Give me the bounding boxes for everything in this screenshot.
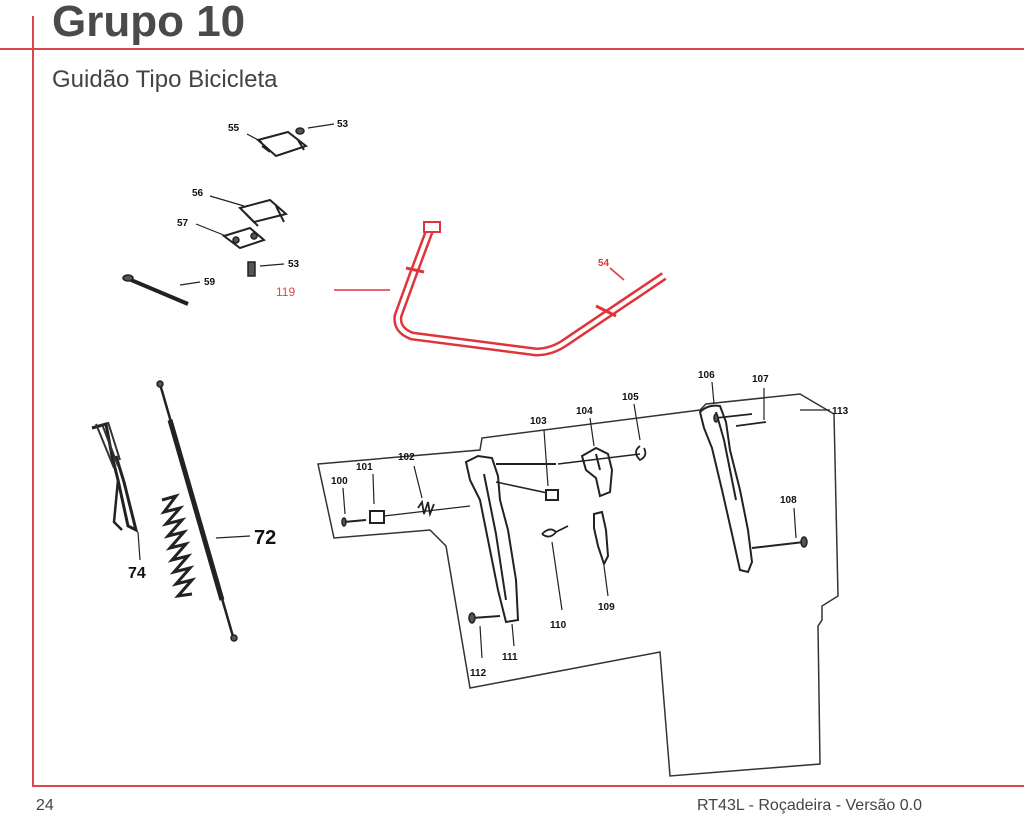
leader-112 bbox=[479, 625, 483, 659]
callout-110: 110 bbox=[550, 620, 567, 631]
part-106-housing-cover bbox=[698, 404, 754, 574]
callout-104: 104 bbox=[576, 406, 593, 417]
callout-112: 112 bbox=[470, 668, 487, 679]
part-109-throttle-trigger bbox=[593, 510, 610, 567]
callout-59: 59 bbox=[204, 277, 216, 288]
callout-102: 102 bbox=[398, 452, 415, 463]
callout-72: 72 bbox=[254, 527, 276, 549]
leader-74 bbox=[137, 531, 141, 561]
part-55-clamp bbox=[246, 127, 309, 158]
part-53-bolt bbox=[247, 261, 256, 277]
part-107-screws bbox=[713, 413, 767, 427]
part-56-clamp bbox=[238, 198, 289, 227]
callout-107: 107 bbox=[752, 374, 769, 385]
part-104-trigger-lock bbox=[557, 446, 641, 498]
leader-57 bbox=[195, 223, 227, 237]
part-72-throttle-cable bbox=[156, 380, 238, 642]
callout-56: 56 bbox=[192, 188, 204, 199]
callout-53a: 53 bbox=[337, 119, 349, 130]
callout-53b: 53 bbox=[288, 259, 300, 270]
callout-100: 100 bbox=[331, 476, 348, 487]
callout-111: 111 bbox=[502, 652, 518, 663]
leader-102 bbox=[413, 465, 423, 499]
callout-106: 106 bbox=[698, 370, 715, 381]
leader-106 bbox=[711, 381, 715, 405]
callout-113: 113 bbox=[832, 406, 849, 417]
callout-105: 105 bbox=[622, 392, 639, 403]
leader-108 bbox=[793, 507, 797, 539]
part-102-spring bbox=[417, 499, 435, 518]
leader-109 bbox=[603, 565, 609, 597]
callout-119: 119 bbox=[276, 285, 295, 299]
part-59-strap bbox=[122, 274, 189, 306]
page-title: Grupo 10 bbox=[52, 0, 246, 46]
leader-100 bbox=[342, 487, 346, 515]
callout-57: 57 bbox=[177, 218, 189, 229]
document-footer: RT43L - Roçadeira - Versão 0.0 bbox=[697, 797, 923, 814]
assembly-outline bbox=[317, 393, 839, 777]
part-cable-spring bbox=[160, 493, 197, 599]
part-74-cable-holder bbox=[91, 421, 139, 533]
leader-105 bbox=[633, 403, 641, 441]
callout-54: 54 bbox=[598, 258, 610, 269]
part-101-bushing bbox=[369, 505, 471, 524]
part-108-screw bbox=[751, 536, 808, 549]
leader-59 bbox=[179, 281, 201, 286]
callout-109: 109 bbox=[598, 602, 615, 613]
left-margin-rule bbox=[32, 16, 34, 787]
leader-103 bbox=[543, 429, 549, 487]
leader-111 bbox=[511, 623, 515, 647]
part-111-handle-body bbox=[464, 454, 556, 624]
callout-103: 103 bbox=[530, 416, 547, 427]
callout-101: 101 bbox=[356, 462, 373, 473]
part-105-spring bbox=[635, 445, 647, 462]
leader-53b bbox=[259, 263, 285, 267]
leader-53a bbox=[307, 123, 335, 129]
leader-101 bbox=[372, 473, 375, 505]
footer-rule bbox=[32, 785, 1024, 787]
callout-74: 74 bbox=[128, 565, 146, 582]
part-110-clip bbox=[541, 525, 569, 538]
leader-56 bbox=[209, 195, 245, 207]
callout-108: 108 bbox=[780, 495, 797, 506]
part-103-pin bbox=[545, 489, 559, 501]
callout-55: 55 bbox=[228, 123, 240, 134]
leader-110 bbox=[551, 541, 563, 611]
leader-54 bbox=[609, 267, 625, 281]
page-number: 24 bbox=[36, 797, 54, 814]
page-subtitle: Guidão Tipo Bicicleta bbox=[52, 66, 278, 93]
part-112-screw bbox=[468, 612, 501, 624]
part-100-screw bbox=[341, 517, 367, 527]
part-57-bracket bbox=[221, 226, 266, 250]
leader-104 bbox=[589, 417, 595, 447]
header-rule bbox=[0, 48, 1024, 50]
leader-72 bbox=[215, 535, 251, 539]
part-119-handlebar bbox=[393, 221, 667, 357]
